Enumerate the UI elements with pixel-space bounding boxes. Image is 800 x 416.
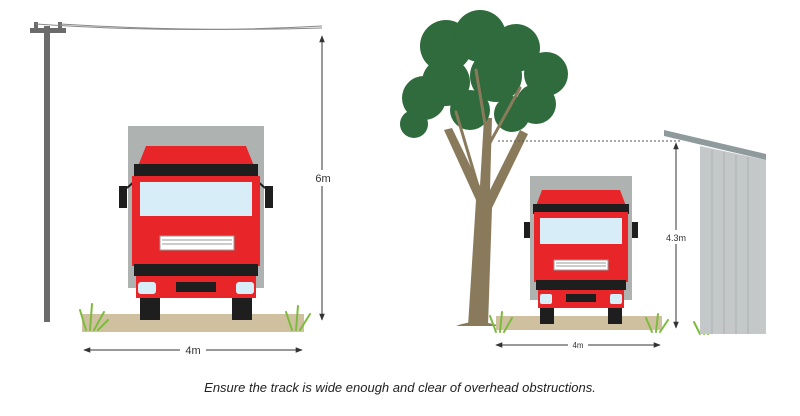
width-label-left: 4m [185,345,200,357]
grass-icon [489,311,513,333]
grass-icon [645,313,669,333]
grass-icon [79,303,109,331]
grass-icon [285,305,311,331]
ground-strip [82,314,304,332]
power-lines [35,23,323,31]
right-scene: 4.3m 4m [400,10,766,351]
shed-icon [664,130,766,334]
ground-strip [496,316,662,330]
truck-icon [524,176,638,324]
height-label-right: 4.3m [666,233,686,243]
tree-icon [400,10,568,326]
caption-text: Ensure the track is wide enough and clea… [204,380,596,395]
height-label-left: 6m [315,173,330,185]
width-label-right: 4m [572,341,583,350]
truck-icon [119,126,273,320]
left-scene: 6m 4m [30,22,334,357]
power-pole-icon [30,22,66,322]
